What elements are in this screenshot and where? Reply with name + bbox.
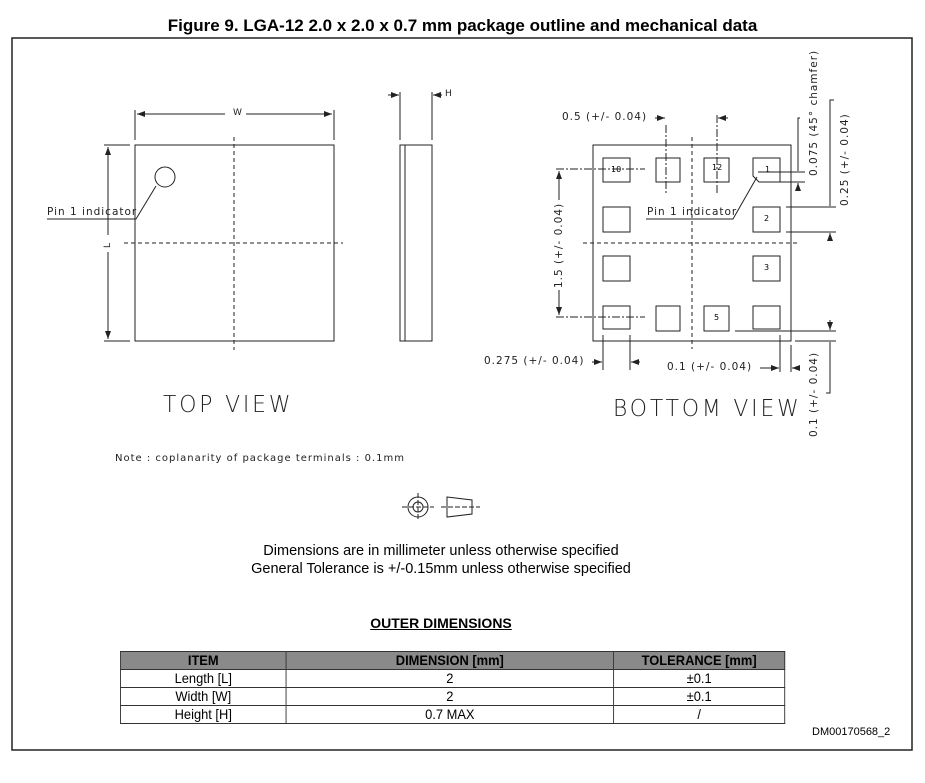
top-view-label: TOP VIEW <box>163 392 294 418</box>
outer-dimensions-table: ITEM DIMENSION [mm] TOLERANCE [mm] Lengt… <box>119 651 786 724</box>
pin1-indicator-circle <box>154 166 176 188</box>
bottom-view-label: BOTTOM VIEW <box>613 396 802 422</box>
cell-dimension: 2 <box>285 687 615 706</box>
pad-label-1: 1 <box>765 165 771 174</box>
pad-8 <box>602 255 631 282</box>
table-row: Width [W] 2 ±0.1 <box>119 687 786 706</box>
pad-10 <box>602 157 631 183</box>
figure-frame <box>11 37 913 751</box>
pad-label-3: 3 <box>764 263 770 272</box>
dim-w-label: W <box>230 108 246 118</box>
dim-edge-x: 0.1 (+/- 0.04) <box>667 361 753 373</box>
header-tolerance: TOLERANCE [mm] <box>613 651 786 670</box>
top-pin1-label: Pin 1 indicator <box>47 206 138 218</box>
pad-label-12: 12 <box>712 163 723 172</box>
cell-tolerance: ±0.1 <box>613 669 786 688</box>
cell-item: Height [H] <box>119 705 287 724</box>
pad-label-2: 2 <box>764 214 770 223</box>
outer-dimensions-title: OUTER DIMENSIONS <box>370 615 512 631</box>
general-note-1: Dimensions are in millimeter unless othe… <box>263 543 619 559</box>
figure-title: Figure 9. LGA-12 2.0 x 2.0 x 0.7 mm pack… <box>167 16 758 35</box>
bottom-pin1-label: Pin 1 indicator <box>647 206 738 218</box>
pad-4 <box>752 305 781 330</box>
top-view-outline <box>47 110 343 350</box>
pad-11 <box>655 157 681 183</box>
cell-tolerance: / <box>613 705 786 724</box>
dim-row-span: 1.5 (+/- 0.04) <box>553 200 565 290</box>
side-view-outline <box>388 92 442 342</box>
dim-h-label: H <box>445 89 453 99</box>
pad-2 <box>752 206 781 233</box>
dim-pad-width: 0.275 (+/- 0.04) <box>484 355 585 367</box>
dim-pad-height: 0.25 (+/- 0.04) <box>839 113 851 206</box>
table-row: Height [H] 0.7 MAX / <box>119 705 786 724</box>
cell-dimension: 2 <box>285 669 615 688</box>
header-dimension: DIMENSION [mm] <box>285 651 615 670</box>
projection-symbol <box>402 493 480 521</box>
document-id: DM00170568_2 <box>812 726 891 738</box>
cell-item: Length [L] <box>119 669 287 688</box>
pad-3 <box>752 255 781 282</box>
table-row: Length [L] 2 ±0.1 <box>119 669 786 688</box>
table-header-row: ITEM DIMENSION [mm] TOLERANCE [mm] <box>119 651 786 670</box>
pad-label-10: 10 <box>611 165 622 174</box>
pad-6 <box>655 305 681 332</box>
pad-label-5: 5 <box>714 313 720 322</box>
dim-edge-y: 0.1 (+/- 0.04) <box>808 351 820 437</box>
dim-l-label: L <box>103 241 113 248</box>
bottom-view-outline <box>556 99 836 394</box>
header-item: ITEM <box>119 651 287 670</box>
dim-pitch: 0.5 (+/- 0.04) <box>562 111 648 123</box>
coplanarity-note: Note : coplanarity of package terminals … <box>115 453 405 464</box>
dim-chamfer: 0.075 (45° chamfer) <box>808 49 820 176</box>
cell-tolerance: ±0.1 <box>613 687 786 706</box>
general-note-2: General Tolerance is +/-0.15mm unless ot… <box>251 561 631 577</box>
cell-item: Width [W] <box>119 687 287 706</box>
cell-dimension: 0.7 MAX <box>285 705 615 724</box>
pad-9 <box>602 206 631 233</box>
pad-5 <box>703 305 730 332</box>
